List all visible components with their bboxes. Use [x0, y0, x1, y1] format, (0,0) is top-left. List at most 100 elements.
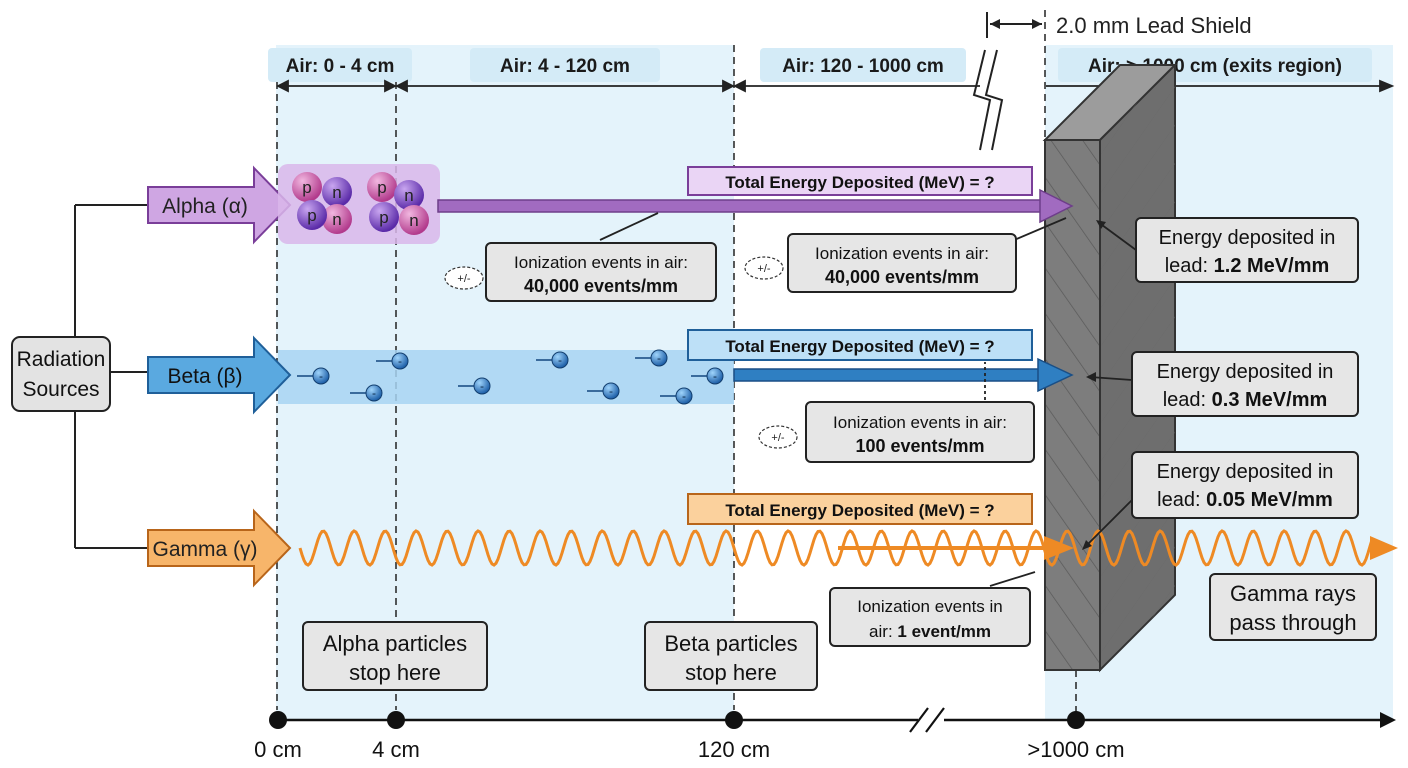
beta-total-energy: Total Energy Deposited (MeV) = ?	[725, 337, 994, 356]
region-label-4-120: Air: 4 - 120 cm	[500, 56, 630, 77]
svg-text:40,000 events/mm: 40,000 events/mm	[524, 276, 678, 296]
svg-text:pass through: pass through	[1229, 610, 1356, 635]
alpha-total-energy: Total Energy Deposited (MeV) = ?	[725, 173, 994, 192]
gamma-total-energy-box	[687, 493, 1033, 525]
beta-electrons: - - - - - - - - -	[297, 349, 724, 405]
gamma-label: Gamma (γ)	[153, 538, 258, 561]
tick-label-120: 120 cm	[698, 737, 770, 762]
svg-text:-: -	[558, 353, 562, 367]
alpha-stop-label: Alpha particles stop here	[302, 621, 488, 691]
svg-text:-: -	[319, 369, 323, 383]
svg-text:-: -	[609, 384, 613, 398]
alpha-beam-arrow	[437, 188, 1074, 224]
beta-stop-label: Beta particles stop here	[644, 621, 818, 691]
alpha-total-energy-box	[687, 166, 1033, 196]
svg-text:stop here: stop here	[685, 660, 777, 685]
electron: -	[376, 352, 409, 370]
svg-text:-: -	[398, 354, 402, 368]
distance-axis: 0 cm 4 cm 120 cm >1000 cm	[254, 707, 1396, 762]
electron: -	[350, 384, 383, 402]
svg-text:n: n	[332, 210, 341, 229]
svg-text:-: -	[480, 379, 484, 393]
shield-label: 2.0 mm Lead Shield	[1056, 13, 1252, 38]
ionization-callout-beta: Ionization events in air: 100 events/mm	[805, 362, 1035, 463]
electron: -	[587, 382, 620, 400]
electron: -	[458, 377, 491, 395]
svg-text:p: p	[379, 208, 388, 227]
gamma-total-energy: Total Energy Deposited (MeV) = ?	[725, 501, 994, 520]
svg-text:-: -	[372, 386, 376, 400]
alpha-source-arrow: Alpha (α)	[147, 165, 292, 245]
axis-break-top	[972, 49, 1004, 151]
svg-text:+/-: +/-	[457, 273, 470, 285]
ion-cloud-icon: +/-	[444, 266, 484, 290]
alpha-particle-2: p n n p	[367, 172, 429, 235]
svg-text:Gamma rays: Gamma rays	[1230, 581, 1356, 606]
svg-text:n: n	[332, 183, 341, 202]
svg-text:Energy deposited in: Energy deposited in	[1157, 461, 1334, 483]
ion-cloud-icon: +/-	[744, 256, 784, 280]
ionization-callout-gamma: Ionization events in air: 1 event/mm	[829, 571, 1036, 647]
svg-text:100 events/mm: 100 events/mm	[855, 436, 984, 456]
tick-label-1000: >1000 cm	[1027, 737, 1124, 762]
tick-dot-4	[387, 711, 405, 729]
svg-text:40,000 events/mm: 40,000 events/mm	[825, 267, 979, 287]
svg-text:Ionization events in air:: Ionization events in air:	[833, 413, 1007, 432]
svg-text:-: -	[713, 369, 717, 383]
radiation-sources-line2: Sources	[22, 378, 99, 401]
gamma-exit-arrowhead	[1370, 536, 1398, 560]
svg-text:lead: 0.05 MeV/mm: lead: 0.05 MeV/mm	[1157, 489, 1333, 511]
gamma-pass-label: Gamma rays pass through	[1209, 573, 1377, 641]
ionization-callout-alpha-a: Ionization events in air: 40,000 events/…	[485, 212, 717, 302]
svg-text:lead: 0.3 MeV/mm: lead: 0.3 MeV/mm	[1163, 389, 1328, 411]
beta-label: Beta (β)	[167, 365, 242, 388]
svg-text:-: -	[682, 389, 686, 403]
tick-dot-120	[725, 711, 743, 729]
lead-energy-beta: Energy deposited in lead: 0.3 MeV/mm	[1086, 351, 1359, 417]
electron: -	[691, 367, 724, 385]
electron: -	[660, 387, 693, 405]
beta-beam-arrow	[733, 357, 1074, 393]
region-label-120-1000: Air: 120 - 1000 cm	[782, 56, 944, 77]
electron: -	[297, 367, 330, 385]
gamma-wave	[298, 529, 1374, 567]
beta-total-energy-box	[687, 329, 1033, 361]
svg-text:p: p	[302, 178, 311, 197]
lead-energy-gamma: Energy deposited in lead: 0.05 MeV/mm	[1082, 451, 1359, 550]
lead-energy-alpha: Energy deposited in lead: 1.2 MeV/mm	[1096, 217, 1359, 283]
svg-text:Ionization events in air:: Ionization events in air:	[815, 244, 989, 263]
radiation-sources-box	[11, 336, 111, 412]
tick-label-4: 4 cm	[372, 737, 420, 762]
svg-text:Ionization events in air:: Ionization events in air:	[514, 253, 688, 272]
svg-text:lead: 1.2 MeV/mm: lead: 1.2 MeV/mm	[1165, 255, 1330, 277]
alpha-particle-1: p n n p	[292, 172, 352, 234]
electron: -	[635, 349, 668, 367]
svg-text:p: p	[307, 206, 316, 225]
gamma-source-arrow: Gamma (γ)	[147, 508, 292, 588]
svg-text:Energy deposited in: Energy deposited in	[1157, 361, 1334, 383]
tick-label-0: 0 cm	[254, 737, 302, 762]
svg-text:+/-: +/-	[757, 263, 770, 275]
tick-dot-1000	[1067, 711, 1085, 729]
svg-text:-: -	[657, 351, 661, 365]
svg-text:stop here: stop here	[349, 660, 441, 685]
svg-text:p: p	[377, 178, 386, 197]
svg-text:n: n	[409, 211, 418, 230]
svg-text:+/-: +/-	[771, 432, 784, 444]
svg-text:n: n	[404, 186, 413, 205]
electron: -	[536, 351, 569, 369]
axis-break	[909, 707, 929, 733]
beta-source-arrow: Beta (β)	[147, 335, 292, 415]
region-label-0-4: Air: 0 - 4 cm	[286, 56, 395, 77]
svg-text:Beta particles: Beta particles	[664, 631, 797, 656]
radiation-sources-line1: Radiation	[17, 348, 106, 371]
svg-text:Energy deposited in: Energy deposited in	[1159, 227, 1336, 249]
gamma-beam-arrow	[838, 536, 1074, 560]
tick-dot-0	[269, 711, 287, 729]
svg-text:Ionization events in: Ionization events in	[857, 597, 1003, 616]
alpha-label: Alpha (α)	[162, 195, 248, 218]
ion-cloud-icon: +/-	[758, 425, 798, 449]
svg-text:air: 1 event/mm: air: 1 event/mm	[869, 622, 991, 641]
